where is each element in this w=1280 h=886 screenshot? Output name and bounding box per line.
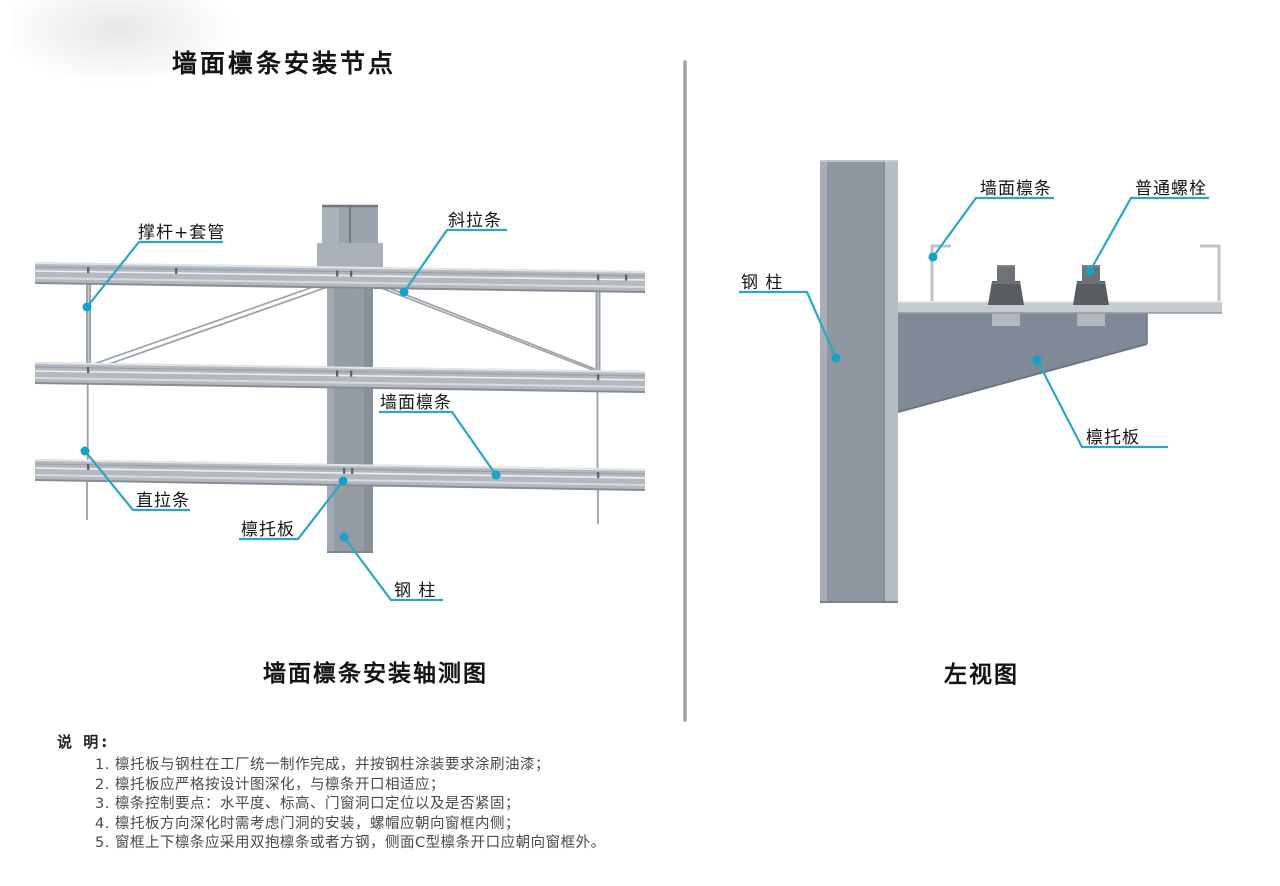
caption-side-view: 左视图: [944, 662, 1019, 688]
label-support-plate-axon: 檩托板: [241, 520, 295, 540]
leader-straight-tie: [80, 446, 190, 512]
label-common-bolt: 普通螺栓: [1135, 179, 1207, 199]
label-support-plate-side: 檩托板: [1086, 428, 1140, 448]
sheet-title: 墙面檩条安装节点: [172, 49, 397, 78]
note-item: 2. 檩托板应严格按设计图深化，与檩条开口相适应；: [95, 776, 445, 793]
leaders-axon: [80, 228, 507, 602]
note-item: 5. 窗框上下檩条应采用双抱檩条或者方钢，侧面C型檩条开口应朝向窗框外。: [95, 835, 606, 852]
label-steel-column-side: 钢 柱: [741, 273, 784, 293]
notes-block: 说 明: 1. 檩托板与钢柱在工厂统一制作完成，并按钢柱涂装要求涂刷油漆； 2.…: [57, 731, 606, 854]
leader-common-bolt: [1085, 196, 1209, 276]
note-item: 3. 檩条控制要点：水平度、标高、门窗洞口定位以及是否紧固；: [95, 796, 520, 813]
purlin-top: [34, 262, 646, 293]
steel-column-shape: [317, 204, 383, 553]
label-wall-purlin-side: 墙面檩条: [980, 179, 1052, 199]
wall-purlins: [34, 262, 646, 491]
label-diagonal-tie: 斜拉条: [448, 211, 502, 231]
notes-list: 1. 檩托板与钢柱在工厂统一制作完成，并按钢柱涂装要求涂刷油漆； 2. 檩托板应…: [95, 756, 606, 854]
straight-tie-rods: [86, 383, 599, 524]
leader-steel-column-side: [739, 290, 841, 363]
label-brace-sleeve: 撑杆+套管: [138, 223, 226, 243]
leader-support-plate-side: [1032, 355, 1168, 449]
leader-wall-purlin: [379, 410, 501, 480]
strut-rods: [86, 280, 601, 373]
bolts: [988, 265, 1109, 305]
note-item: 4. 檩托板方向深化时需考虑门洞的安装，螺帽应朝向窗框内侧；: [95, 815, 520, 832]
bolt-1: [988, 265, 1024, 305]
label-wall-purlin-axon: 墙面檩条: [380, 393, 452, 413]
caption-axonometric: 墙面檩条安装轴测图: [263, 661, 488, 687]
side-view: [739, 160, 1222, 603]
purlin-bolt-marks: [87, 267, 628, 478]
leader-brace-sleeve: [82, 240, 223, 312]
label-steel-column-axon: 钢 柱: [394, 581, 437, 601]
purlin-channel-outline: [930, 244, 1221, 301]
leader-steel-column: [339, 532, 443, 602]
notes-heading: 说 明:: [57, 733, 111, 751]
note-item: 1. 檩托板与钢柱在工厂统一制作完成，并按钢柱涂装要求涂刷油漆；: [95, 757, 550, 773]
leader-wall-purlin-side: [928, 196, 1054, 262]
support-plate-side: [897, 313, 1148, 413]
steel-column-side: [820, 160, 898, 603]
purlin-middle: [34, 362, 646, 393]
leaders-side: [739, 196, 1209, 449]
bracket-plate: [898, 301, 1222, 314]
leader-diagonal-tie: [399, 228, 507, 297]
axonometric-view: [34, 204, 646, 602]
bolt-tails: [992, 313, 1105, 326]
leader-support-plate: [239, 476, 348, 541]
label-straight-tie: 直拉条: [136, 491, 190, 511]
